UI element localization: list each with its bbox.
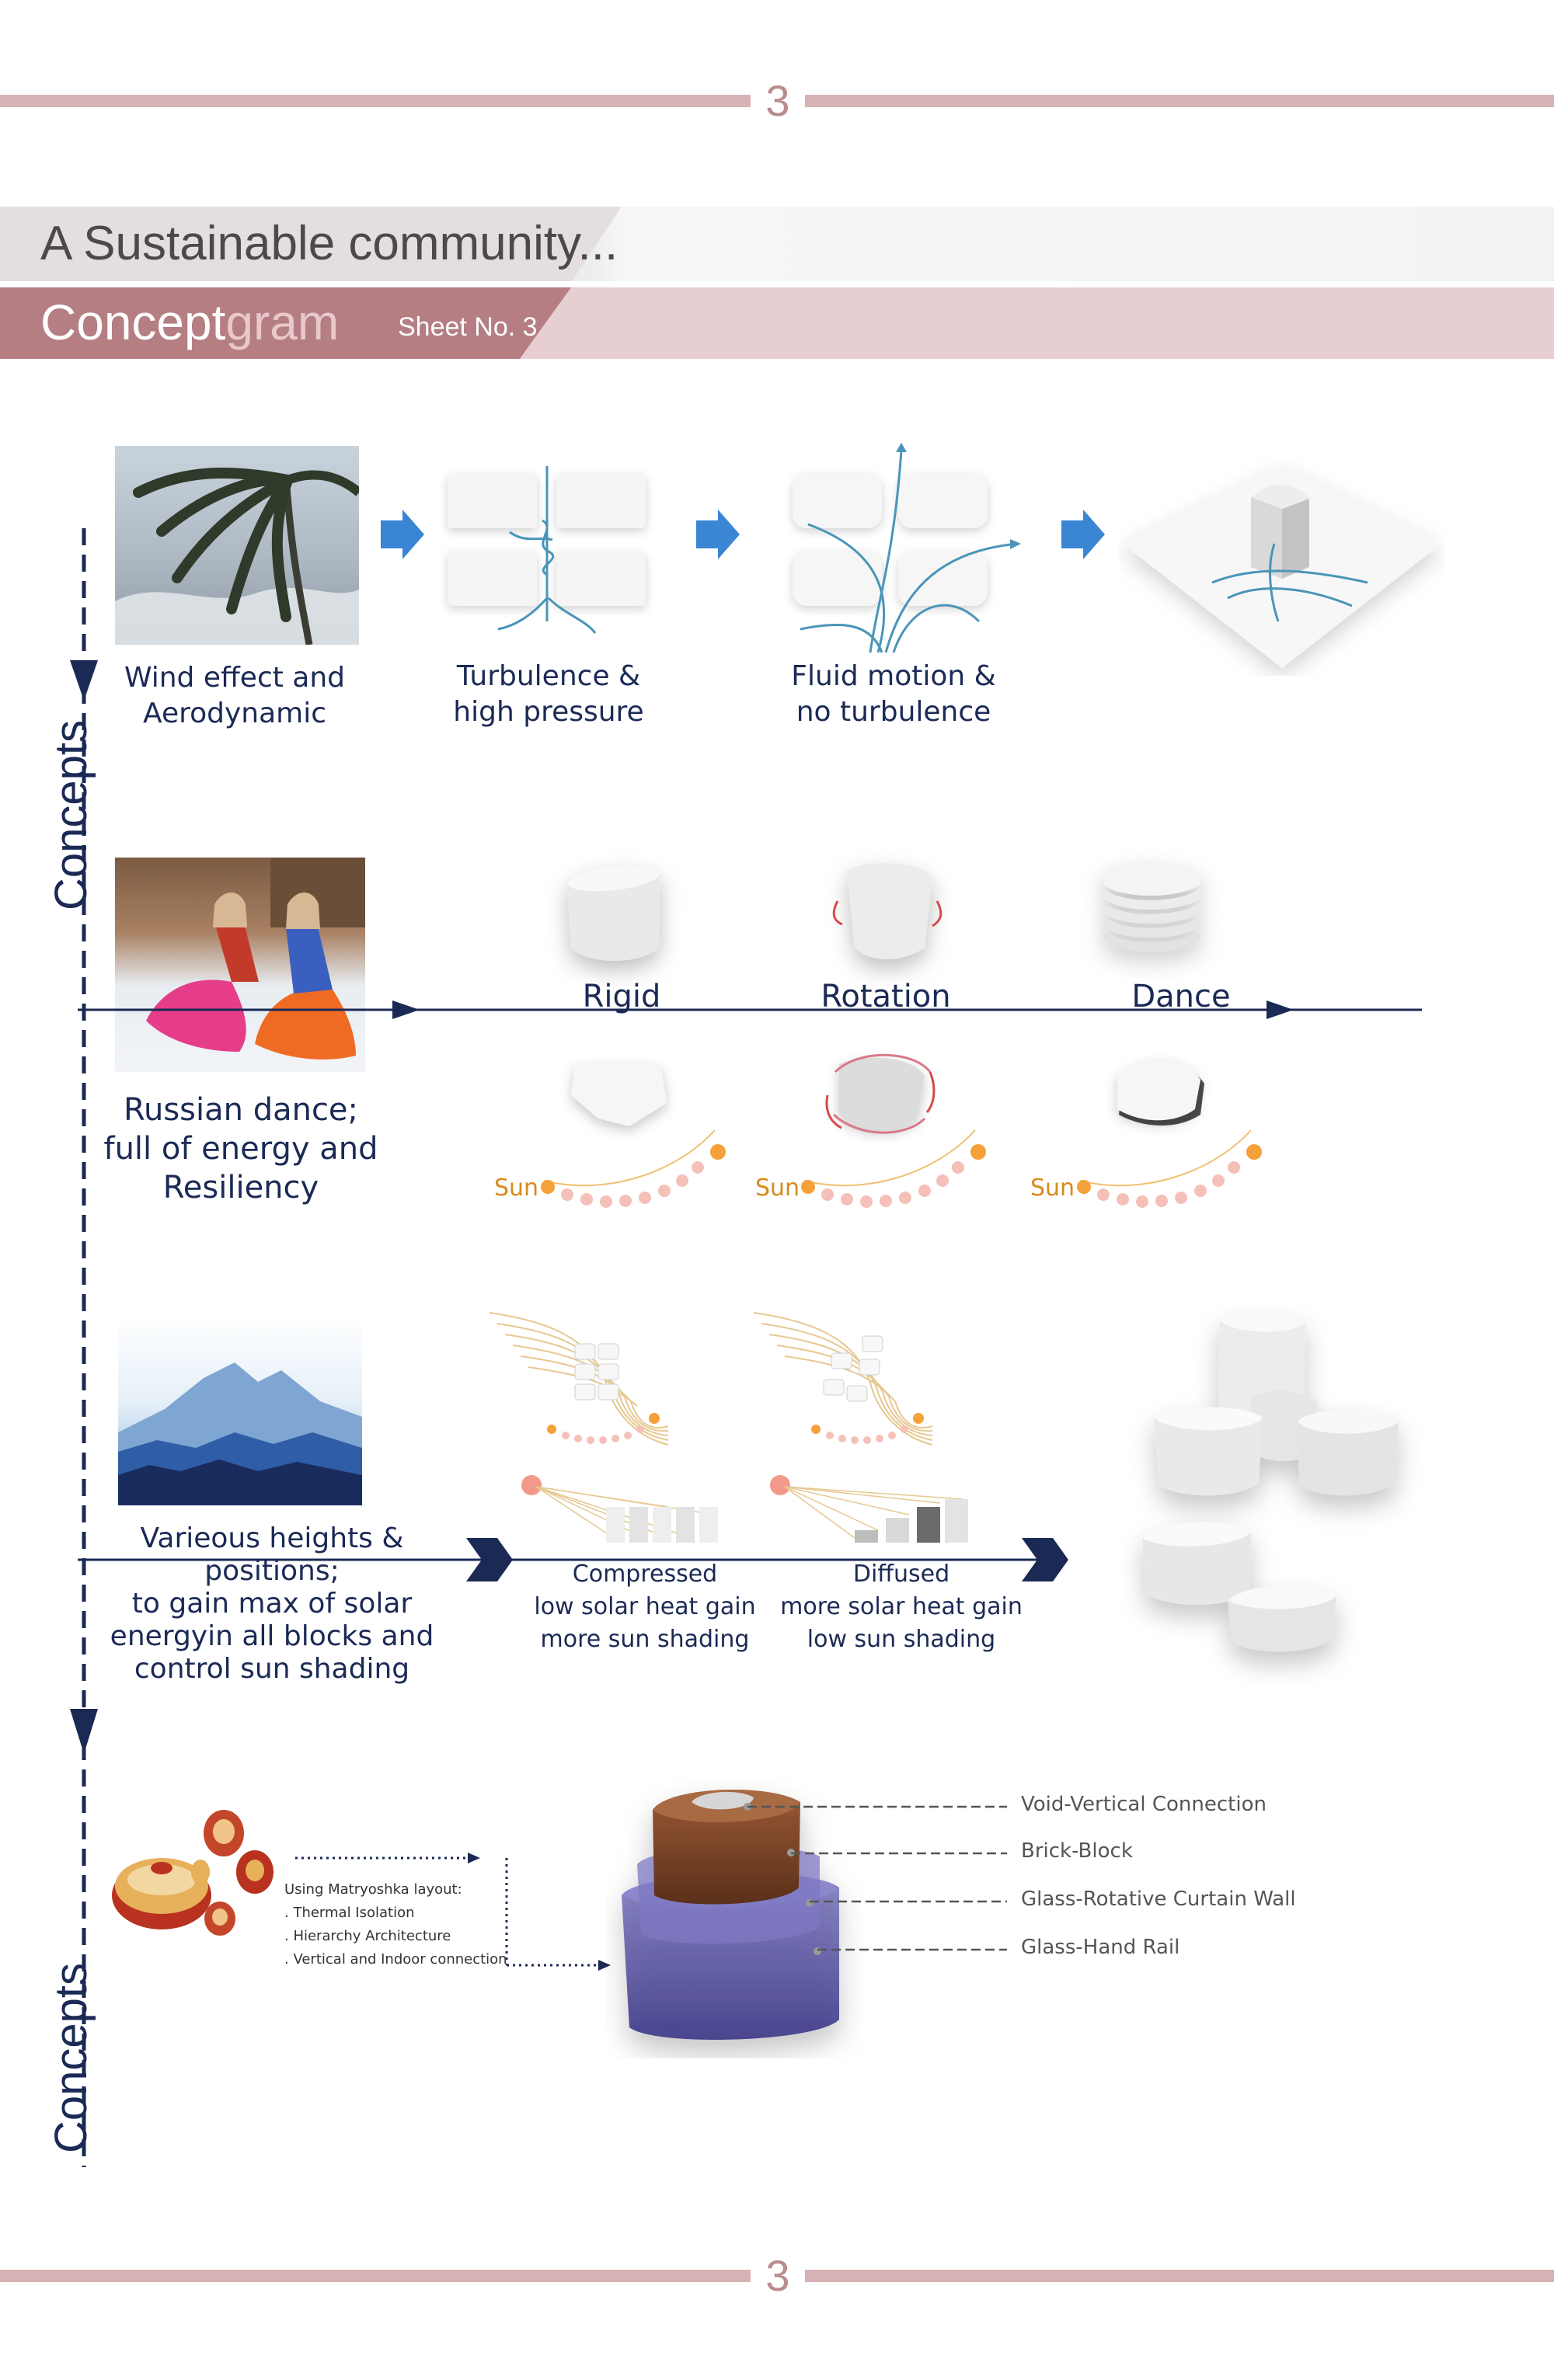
caption-line: Russian dance; [123, 1092, 359, 1128]
palm-tree-wind-photo [115, 446, 359, 645]
sun-label: Sun [755, 1174, 800, 1202]
bottom-page-number: 3 [751, 2251, 805, 2301]
mountain-photo [118, 1316, 362, 1505]
caption-line: no turbulence [796, 696, 991, 728]
caption-line: Aerodynamic [142, 698, 327, 729]
sun-path-diagram-rigid [541, 1064, 726, 1208]
row3-timeline [78, 1538, 1068, 1581]
row1-caption-2: Turbulence & high pressure [416, 659, 681, 730]
flow-arrow-icon [696, 510, 740, 559]
flow-arrow-icon [381, 510, 424, 559]
flow-arrow-icon [1061, 510, 1105, 559]
row1-caption-1: Wind effect and Aerodynamic [93, 660, 376, 732]
sun-path-diagram-rotation [801, 1053, 986, 1208]
stage-label-rigid: Rigid [582, 979, 661, 1014]
massing-model-render [1142, 1312, 1399, 1652]
top-page-number: 3 [751, 76, 805, 126]
subtitle-band-left [0, 287, 571, 359]
diffused-caption: Diffused more solar heat gain low sun sh… [769, 1558, 1033, 1656]
side-label-bottom: Concepts [46, 1962, 96, 2153]
legend-leader-lines [747, 1805, 1007, 1951]
fluid-motion-diagram [793, 443, 1021, 653]
diffused-sun-field-diagram [753, 1312, 933, 1446]
matryoshka-connector-lines [295, 1853, 611, 1971]
side-label-top: Concepts [46, 719, 96, 910]
vertical-timeline [70, 528, 98, 2167]
sun-path-diagram-dance [1077, 1060, 1262, 1208]
caption-line: energyin all blocks and [110, 1620, 434, 1652]
caption-line: control sun shading [134, 1653, 410, 1685]
rotation-block-icon [832, 863, 943, 959]
legend-glass-curtain-wall: Glass-Rotative Curtain Wall [1021, 1888, 1296, 1911]
section-title-dark: Concept [40, 294, 226, 350]
note-item: . Vertical and Indoor connection [284, 1951, 507, 1968]
legend-brick-block: Brick-Block [1021, 1839, 1133, 1863]
stage-label-rotation: Rotation [821, 979, 951, 1014]
title-band-left [0, 207, 622, 281]
matryoshka-dolls-image [112, 1810, 274, 1936]
row3-photo-caption: Varieous heights & positions; to gain ma… [78, 1522, 466, 1686]
section-title-light: gram [225, 294, 340, 350]
layered-building-model [622, 1789, 839, 2041]
sheet-number: Sheet No. 3 [398, 312, 538, 342]
turbulence-diagram [448, 466, 646, 634]
note-item: . Thermal Isolation [284, 1905, 415, 1921]
wind-site-3d-model [1123, 466, 1441, 668]
compressed-caption: Compressed low solar heat gain more sun … [513, 1558, 777, 1656]
caption-line: low solar heat gain [534, 1593, 756, 1620]
sun-label: Sun [494, 1174, 539, 1202]
caption-line: Turbulence & [456, 660, 641, 692]
caption-line: Resiliency [162, 1170, 319, 1206]
caption-line: Diffused [852, 1561, 950, 1588]
russian-dance-photo [115, 858, 365, 1072]
stage-label-dance: Dance [1131, 979, 1231, 1014]
legend-void-vertical-connection: Void-Vertical Connection [1021, 1793, 1267, 1816]
row2-timeline [78, 1000, 1422, 1019]
note-title: Using Matryoshka layout: [284, 1881, 462, 1898]
sun-label: Sun [1030, 1174, 1075, 1202]
caption-line: to gain max of solar [131, 1588, 413, 1620]
row1-caption-3: Fluid motion & no turbulence [761, 659, 1026, 730]
page-title: A Sustainable community... [40, 217, 618, 270]
compressed-sun-field-diagram [489, 1312, 669, 1446]
caption-line: more sun shading [540, 1626, 750, 1653]
rigid-block-icon [567, 865, 660, 961]
compressed-sun-rays-diagram [521, 1475, 718, 1543]
legend-glass-hand-rail: Glass-Hand Rail [1021, 1936, 1180, 1959]
note-item: . Hierarchy Architecture [284, 1928, 451, 1944]
matryoshka-note: Using Matryoshka layout: . Thermal Isola… [284, 1878, 507, 1971]
caption-line: low sun shading [807, 1626, 996, 1653]
caption-line: Wind effect and [124, 662, 346, 694]
dance-block-icon [1103, 863, 1200, 952]
caption-line: more solar heat gain [780, 1593, 1023, 1620]
caption-line: Compressed [572, 1561, 718, 1588]
diffused-sun-rays-diagram [770, 1475, 968, 1543]
section-title: Conceptgram [40, 289, 339, 356]
caption-line: full of energy and [103, 1131, 378, 1167]
caption-line: high pressure [453, 696, 644, 728]
row2-photo-caption: Russian dance; full of energy and Resili… [78, 1091, 404, 1207]
caption-line: Fluid motion & [791, 660, 996, 692]
